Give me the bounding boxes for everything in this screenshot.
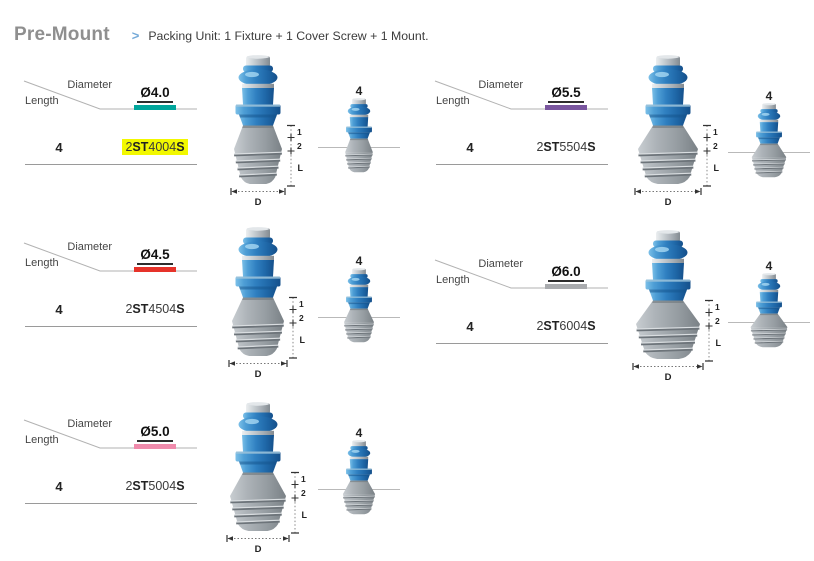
svg-text:1: 1 xyxy=(715,302,720,312)
implant-figure-o55-length4: 4 xyxy=(728,89,810,181)
svg-text:D: D xyxy=(665,197,672,208)
length-value: 4 xyxy=(55,479,63,494)
implant-figure-o50-length4: 4 xyxy=(318,426,400,518)
svg-text:L: L xyxy=(298,163,304,173)
length-value: 4 xyxy=(466,140,474,155)
svg-text:1: 1 xyxy=(299,299,304,309)
row-divider xyxy=(25,503,197,504)
svg-text:2: 2 xyxy=(297,141,302,151)
length-header-label: Length xyxy=(25,95,59,107)
length-value: 4 xyxy=(55,140,63,155)
diameter-value: Ø4.5 xyxy=(113,246,197,272)
spec-table-o60: Diameter Length Ø6.0 4 2ST6004S xyxy=(425,257,608,349)
diameter-color-bar xyxy=(134,267,176,272)
diameter-color-bar xyxy=(545,105,587,110)
svg-text:D: D xyxy=(255,369,262,380)
product-code: 2ST6004S xyxy=(536,319,596,333)
implant-figure-o60-length4: 4 xyxy=(728,259,810,351)
row-divider xyxy=(25,164,197,165)
length-value: 4 xyxy=(55,302,63,317)
product-code: 2ST5504S xyxy=(536,140,596,154)
chevron-right-icon: > xyxy=(131,28,140,43)
product-code: 2ST5004S xyxy=(125,479,185,493)
svg-text:L: L xyxy=(716,338,722,348)
svg-text:1: 1 xyxy=(301,474,306,484)
diameter-header-label: Diameter xyxy=(67,418,112,430)
diameter-header-label: Diameter xyxy=(67,79,112,91)
spec-table-o55: Diameter Length Ø5.5 4 2ST5504S xyxy=(425,78,608,170)
diameter-color-bar xyxy=(545,284,587,289)
length-header-label: Length xyxy=(436,274,470,286)
product-code: 2ST4004S xyxy=(113,139,197,155)
length-header-label: Length xyxy=(436,95,470,107)
svg-text:L: L xyxy=(714,163,720,173)
svg-text:L: L xyxy=(302,510,308,520)
spec-table-o40: Diameter Length Ø4.0 4 2ST4004S xyxy=(14,78,197,170)
svg-text:2: 2 xyxy=(301,488,306,498)
svg-text:L: L xyxy=(300,335,306,345)
packing-unit-note: Packing Unit: 1 Fixture + 1 Cover Screw … xyxy=(148,29,429,43)
length-4-label: 4 xyxy=(765,89,773,103)
diameter-header-label: Diameter xyxy=(478,79,523,91)
product-code: 2ST4504S xyxy=(125,302,185,316)
svg-text:D: D xyxy=(255,197,262,208)
length-4-label: 4 xyxy=(765,259,773,273)
svg-text:1: 1 xyxy=(297,127,302,137)
diameter-header-label: Diameter xyxy=(478,258,523,270)
implant-figure-o45-length4: 4 xyxy=(318,254,400,346)
row-divider xyxy=(436,164,608,165)
page-title: Pre-Mount xyxy=(14,24,110,45)
svg-text:D: D xyxy=(255,544,262,555)
diameter-header-label: Diameter xyxy=(67,241,112,253)
implant-figure-o40-length4: 4 xyxy=(318,84,400,176)
svg-text:2: 2 xyxy=(299,313,304,323)
length-4-label: 4 xyxy=(355,426,363,440)
diameter-value: Ø6.0 xyxy=(524,263,608,289)
length-header-label: Length xyxy=(25,257,59,269)
length-4-label: 4 xyxy=(355,84,363,98)
page-header: Pre-Mount > Packing Unit: 1 Fixture + 1 … xyxy=(14,24,429,46)
length-header-label: Length xyxy=(25,434,59,446)
svg-text:2: 2 xyxy=(713,141,718,151)
diameter-value: Ø5.0 xyxy=(113,423,197,449)
spec-table-o50: Diameter Length Ø5.0 4 2ST5004S xyxy=(14,417,197,509)
length-value: 4 xyxy=(466,319,474,334)
svg-text:2: 2 xyxy=(715,316,720,326)
diameter-value: Ø4.0 xyxy=(113,84,197,110)
row-divider xyxy=(436,343,608,344)
svg-text:1: 1 xyxy=(713,127,718,137)
diameter-color-bar xyxy=(134,105,176,110)
length-4-label: 4 xyxy=(355,254,363,268)
spec-table-o45: Diameter Length Ø4.5 4 2ST4504S xyxy=(14,240,197,332)
row-divider xyxy=(25,326,197,327)
diameter-value: Ø5.5 xyxy=(524,84,608,110)
svg-text:D: D xyxy=(665,372,672,383)
diameter-color-bar xyxy=(134,444,176,449)
